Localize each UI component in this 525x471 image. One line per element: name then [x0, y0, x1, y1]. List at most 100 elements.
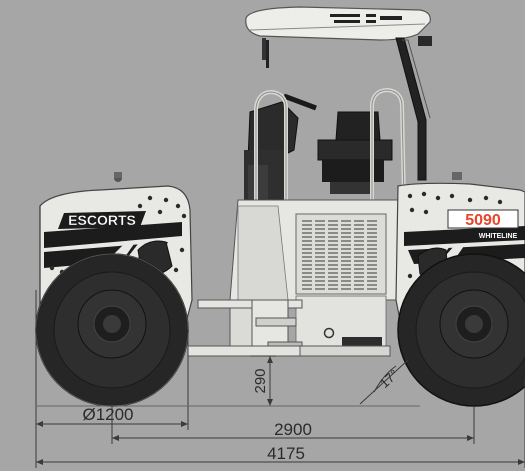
grille-slot — [328, 240, 338, 242]
grille-slot — [367, 284, 377, 286]
grille-slot — [302, 276, 312, 278]
grille-slot — [328, 232, 338, 234]
grille-slot — [354, 236, 364, 238]
grille-slot — [315, 232, 325, 234]
grille-slot — [315, 284, 325, 286]
grille-slot — [315, 220, 325, 222]
grille-slot — [302, 288, 312, 290]
grille-slot — [367, 268, 377, 270]
grille-slot — [354, 224, 364, 226]
grille-slot — [367, 220, 377, 222]
engine-grille — [302, 220, 377, 290]
grille-slot — [354, 264, 364, 266]
rear-drum — [397, 253, 525, 407]
grille-slot — [302, 284, 312, 286]
grille-slot — [341, 268, 351, 270]
drum-diameter-label: Ø1200 — [82, 405, 133, 424]
grille-slot — [354, 240, 364, 242]
model-label: 5090 WHITELINE — [447, 209, 519, 240]
rivet — [181, 213, 187, 219]
side-mirror — [262, 38, 269, 68]
grille-slot — [302, 248, 312, 250]
rivet — [407, 273, 413, 279]
dimension-arrows — [36, 356, 525, 465]
grille-slot — [328, 220, 338, 222]
rivet — [409, 207, 415, 213]
rops-post — [395, 36, 432, 181]
grille-slot — [354, 252, 364, 254]
grille-slot — [341, 260, 351, 262]
grille-slot — [367, 232, 377, 234]
model-number: 5090 — [465, 212, 501, 229]
grille-slot — [354, 232, 364, 234]
grille-slot — [328, 284, 338, 286]
grille-slot — [367, 224, 377, 226]
grille-slot — [315, 268, 325, 270]
grille-slot — [302, 280, 312, 282]
operator-station — [244, 93, 393, 200]
grille-slot — [341, 236, 351, 238]
grille-slot — [302, 228, 312, 230]
grille-slot — [315, 276, 325, 278]
grille-slot — [315, 224, 325, 226]
grille-slot — [302, 240, 312, 242]
rivet — [173, 267, 179, 273]
grille-slot — [328, 264, 338, 266]
rivet — [163, 197, 169, 203]
grille-slot — [341, 252, 351, 254]
grille-slot — [315, 288, 325, 290]
grille-slot — [354, 280, 364, 282]
rivet — [483, 195, 489, 201]
grille-slot — [341, 220, 351, 222]
grille-slot — [315, 236, 325, 238]
grille-slot — [354, 244, 364, 246]
grille-slot — [328, 228, 338, 230]
canopy-vent-slots — [330, 14, 402, 23]
grille-slot — [367, 240, 377, 242]
grille-slot — [302, 220, 312, 222]
grille-slot — [367, 236, 377, 238]
grille-slot — [367, 276, 377, 278]
grille-slot — [315, 240, 325, 242]
grille-slot — [315, 252, 325, 254]
grille-slot — [354, 272, 364, 274]
rivet — [435, 195, 441, 201]
rivet — [175, 203, 181, 209]
grille-slot — [302, 260, 312, 262]
grille-slot — [328, 272, 338, 274]
grille-slot — [367, 280, 377, 282]
rivet — [137, 203, 143, 209]
rivet — [497, 199, 503, 205]
grille-slot — [315, 264, 325, 266]
rivet — [449, 193, 455, 199]
grille-slot — [302, 224, 312, 226]
front-drum — [35, 253, 189, 407]
rivet — [407, 193, 413, 199]
model-line: WHITELINE — [479, 233, 518, 240]
grille-slot — [315, 248, 325, 250]
grille-slot — [328, 252, 338, 254]
grille-slot — [328, 268, 338, 270]
grille-slot — [328, 276, 338, 278]
grille-slot — [315, 260, 325, 262]
grille-slot — [341, 264, 351, 266]
engine-chassis — [187, 199, 399, 357]
rivet — [423, 209, 429, 215]
grille-slot — [328, 256, 338, 258]
grille-slot — [315, 280, 325, 282]
grille-slot — [315, 228, 325, 230]
rivet — [49, 265, 55, 271]
grille-slot — [367, 252, 377, 254]
grille-slot — [328, 224, 338, 226]
rops-canopy — [245, 6, 432, 181]
brand-name: ESCORTS — [68, 212, 136, 228]
grille-slot — [367, 272, 377, 274]
grille-slot — [328, 248, 338, 250]
rivet — [147, 195, 153, 201]
grille-slot — [315, 256, 325, 258]
grille-slot — [328, 280, 338, 282]
grille-slot — [354, 256, 364, 258]
wheelbase-label: 2900 — [274, 420, 312, 439]
grille-slot — [328, 244, 338, 246]
ground-clearance-label: 290 — [252, 368, 269, 393]
